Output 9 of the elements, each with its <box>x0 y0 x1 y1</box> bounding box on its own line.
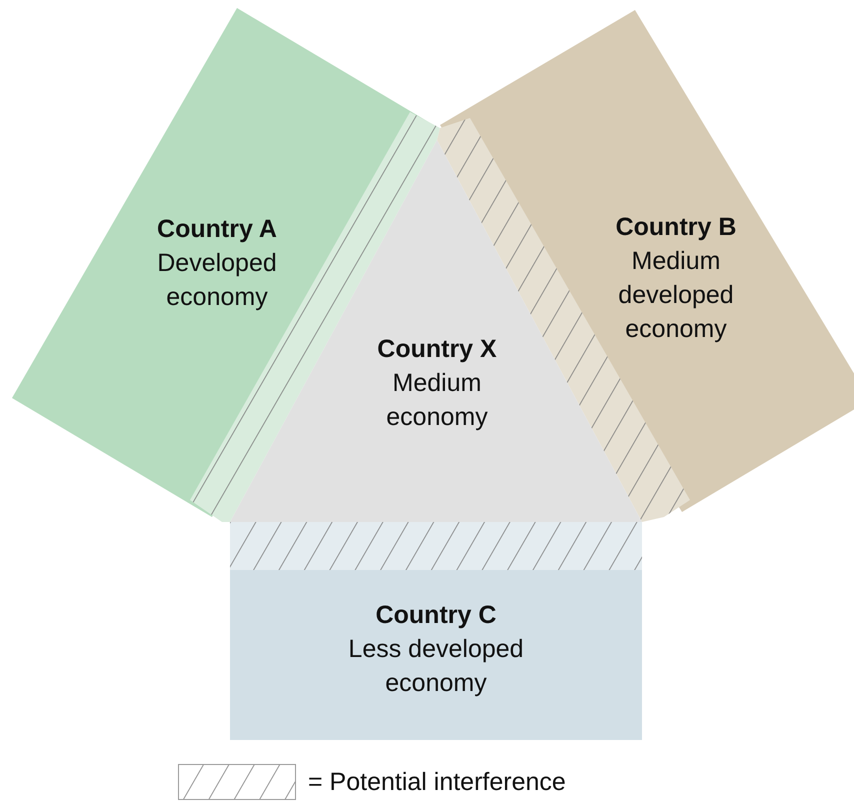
economy-description: Medium developed economy <box>617 246 735 345</box>
country-name: Country B <box>614 212 738 243</box>
economy-description: Developed economy <box>156 248 278 313</box>
country-name: Country X <box>376 334 498 365</box>
economy-description: Medium economy <box>385 368 489 433</box>
country-name: Country A <box>156 214 278 245</box>
economy-description: Less developed economy <box>347 634 525 699</box>
legend-text: = Potential interference <box>308 768 566 796</box>
country-name: Country C <box>374 600 498 631</box>
